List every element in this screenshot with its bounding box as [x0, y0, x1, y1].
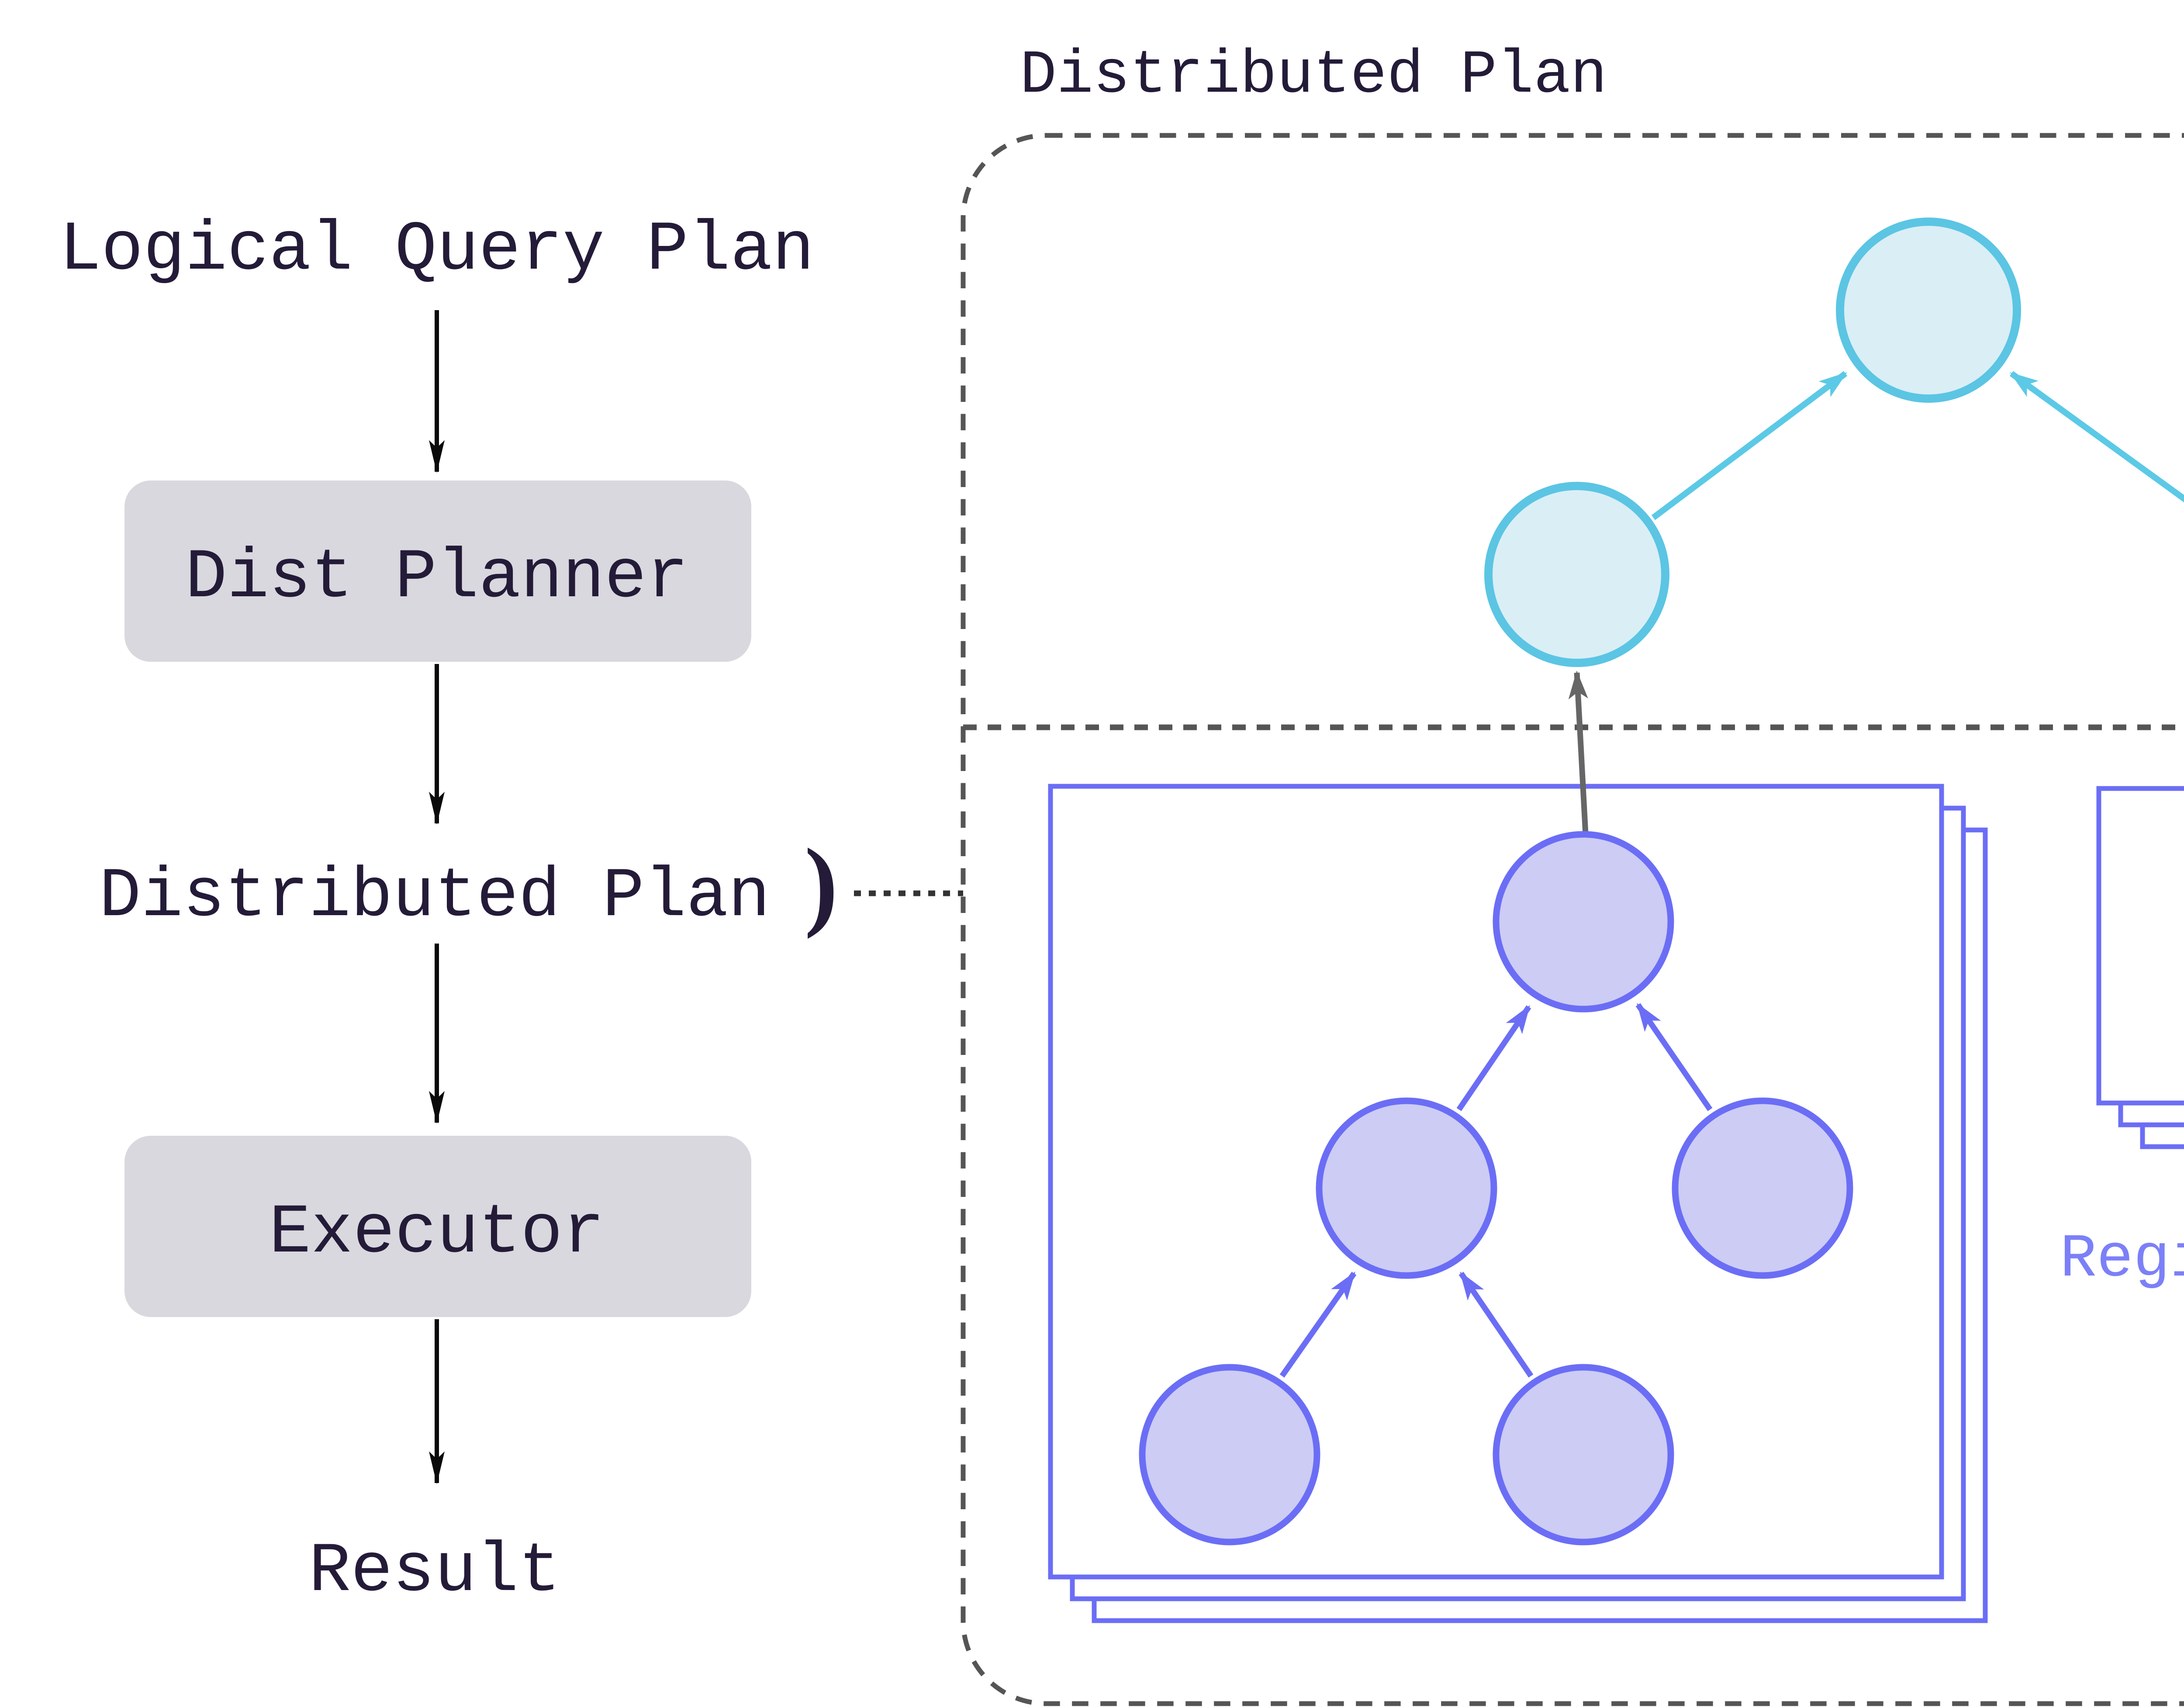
executor-box [124, 1136, 751, 1317]
frontend-left-node [1484, 482, 1669, 667]
arrow-mid-right-to-root [1635, 1003, 1713, 1111]
arrow-datanode-to-frontend-left [1568, 671, 1589, 835]
left-pipeline: Logical Query Plan Dist Planner Distribu… [59, 211, 963, 1611]
arrow-mid-left-to-root [1456, 1005, 1531, 1111]
datanode-tree-leaf-right [1493, 1364, 1674, 1545]
arrow-frontend-right-to-root [2009, 371, 2184, 503]
frontend-root-node [1836, 218, 2021, 403]
dist-planner-box [124, 481, 751, 662]
datanode-tree-mid-left [1316, 1097, 1497, 1279]
brace-glyph: ) [805, 828, 838, 939]
executor-label: Executor [269, 1194, 605, 1273]
distributed-plan-label: Distributed Plan [99, 857, 770, 937]
arrow-leaf-right-to-mid [1458, 1271, 1534, 1378]
arrow-frontend-left-to-root [1651, 371, 1848, 520]
frontend-merge-tree [1484, 218, 2184, 667]
regions-stack [2096, 786, 2184, 1149]
panel-title: Distributed Plan [1020, 41, 1607, 111]
logical-query-plan-label: Logical Query Plan [59, 211, 814, 290]
dist-planner-label: Dist Planner [185, 539, 688, 618]
datanode-tree-leaf-left [1139, 1364, 1320, 1545]
regions-label: Regions [2060, 1225, 2184, 1294]
datanode-tree-mid-right [1672, 1097, 1853, 1279]
regions-layer-front [2096, 786, 2184, 1106]
arrow-leaf-left-to-mid [1279, 1271, 1357, 1378]
result-label: Result [309, 1532, 560, 1611]
datanode-tree-root [1493, 831, 1674, 1013]
datanode-plan-stack [1048, 671, 1988, 1623]
distributed-plan-panel: Distributed Plan Frontend Stage Datanode… [961, 41, 2184, 1706]
